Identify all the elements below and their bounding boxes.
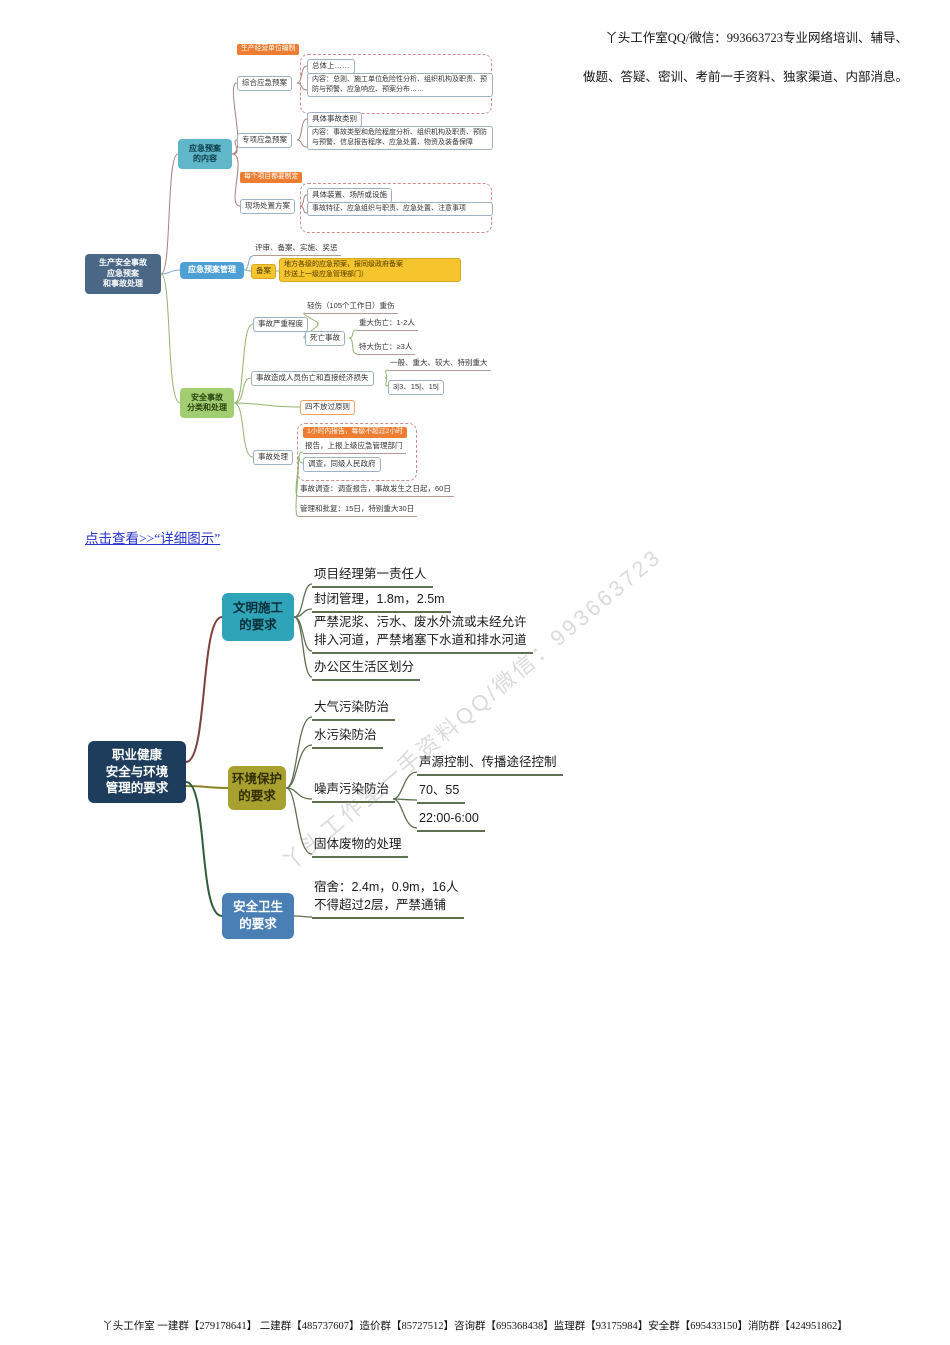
- map1-node-casualty-loss: 事故造成人员伤亡和直接经济损失: [251, 371, 374, 386]
- map1-branch-plan-management: 应急预案管理: [180, 262, 244, 279]
- map2-leaf-office-living-zones: 办公区生活区划分: [312, 658, 421, 682]
- map1-node-severity: 事故严重程度: [253, 317, 308, 332]
- map1-leaf-accident-levels: 一般、重大、较大、特别重大: [388, 358, 491, 371]
- map1-root-topic: 生产安全事故 应急预案 和事故处理: [85, 254, 161, 294]
- map1-leaf-approval: 管理和批复：15日，特别重大30日: [298, 504, 418, 517]
- map2-leaf-project-manager: 项目经理第一责任人: [312, 565, 433, 589]
- map1-leaf-review-filing: 评审、备案、实施、奖惩: [253, 243, 341, 256]
- map2-leaf-dormitory-rules: 宿舍：2.4m，0.9m，16人 不得超过2层，严禁通铺: [312, 878, 465, 920]
- map1-node-filing: 备案: [251, 264, 276, 279]
- header-line-2: 做题、答疑、密训、考前一手资料、独家渠道、内部消息。: [582, 70, 908, 85]
- map1-leaf-investigation: 事故调查：调查报告，事故发生之日起，60日: [298, 484, 454, 497]
- map2-branch-safety-hygiene: 安全卫生 的要求: [222, 893, 294, 939]
- detail-diagram-link[interactable]: 点击查看>>“详细图示”: [85, 531, 221, 546]
- map1-node-comprehensive-content: 内容：总则、施工单位危险性分析、组织机构及职责、预防与预警、应急响应、预案分布……: [307, 73, 493, 97]
- map2-leaf-noise-source-control: 声源控制、传播途径控制: [417, 753, 563, 777]
- map2-leaf-noise-pollution: 噪声污染防治: [312, 780, 396, 804]
- map1-tag-site-plan: 每个项目都要制定: [240, 172, 303, 183]
- map2-leaf-air-pollution: 大气污染防治: [312, 698, 396, 722]
- map2-leaf-noise-limits: 70、55: [417, 781, 466, 805]
- map2-leaf-water-pollution: 水污染防治: [312, 726, 383, 750]
- map1-leaf-report: 报告，上报上级应急管理部门: [303, 441, 406, 454]
- map2-branch-environment-protection: 环境保护 的要求: [228, 766, 286, 810]
- map1-tag-report-time: 1小时内报告，每级不超过2小时: [303, 427, 407, 438]
- map1-group-handling: [297, 423, 417, 481]
- map1-node-comprehensive-plan: 综合应急预案: [237, 76, 292, 91]
- map1-tag-comprehensive: 生产经营单位编制: [237, 44, 300, 55]
- map1-node-site-content: 事故特征、应急组织与职责、应急处置、注意事项: [307, 202, 493, 216]
- map1-node-death-accident: 死亡事故: [305, 331, 345, 346]
- map1-node-level-numbers: 3|3、15|、15|: [388, 380, 444, 395]
- map1-leaf-minor-injury: 轻伤（105个工作日）重伤: [305, 301, 398, 314]
- map1-node-accident-handling: 事故处理: [253, 450, 293, 465]
- map2-leaf-enclosed-management: 封闭管理，1.8m，2.5m: [312, 590, 451, 614]
- footer-qq-groups: 丫头工作室 一建群【279178641】 二建群【485737607】造价群【8…: [102, 1321, 848, 1332]
- map1-node-special-content: 内容：事故类型和危险程度分析、组织机构及职责、预防与预警、信息报告程序、应急处置…: [307, 126, 493, 150]
- map1-node-special-plan: 专项应急预案: [237, 133, 292, 148]
- map2-leaf-night-hours: 22:00-6:00: [417, 809, 485, 833]
- map2-leaf-no-discharge: 严禁泥浆、污水、废水外流或未经允许 排入河道，严禁堵塞下水道和排水河道: [312, 613, 533, 655]
- map1-node-site-plan: 现场处置方案: [240, 199, 295, 214]
- map1-node-filing-note: 地方各级的应急预案，报同级政府备案 抄送上一级应急管理部门）: [279, 258, 461, 282]
- header-line-1: 丫头工作室QQ/微信：993663723专业网络培训、辅导、: [605, 31, 908, 46]
- map1-node-special-category: 具体事故类别: [307, 112, 362, 127]
- map1-node-comprehensive-overall: 总体上……: [307, 59, 355, 74]
- map1-branch-accident-classification: 安全事故 分类和处理: [180, 388, 234, 418]
- map2-branch-civilized-construction: 文明施工 的要求: [222, 593, 294, 641]
- header-contact-info: 丫头工作室QQ/微信：993663723专业网络培训、辅导、 做题、答疑、密训、…: [488, 10, 908, 107]
- map1-leaf-extra-casualty: 特大伤亡：≥3人: [357, 342, 416, 355]
- map1-node-investigate-gov: 调查，同级人民政府: [303, 457, 381, 472]
- map1-node-four-principles: 四不放过原则: [300, 400, 355, 415]
- map1-branch-plan-content: 应急预案 的内容: [178, 139, 232, 169]
- map2-root-topic: 职业健康 安全与环境 管理的要求: [88, 741, 186, 803]
- map2-leaf-solid-waste: 固体废物的处理: [312, 835, 408, 859]
- map1-leaf-major-casualty: 重大伤亡：1-2人: [357, 318, 418, 331]
- map1-node-site-scope: 具体装置、场所或设施: [307, 188, 392, 203]
